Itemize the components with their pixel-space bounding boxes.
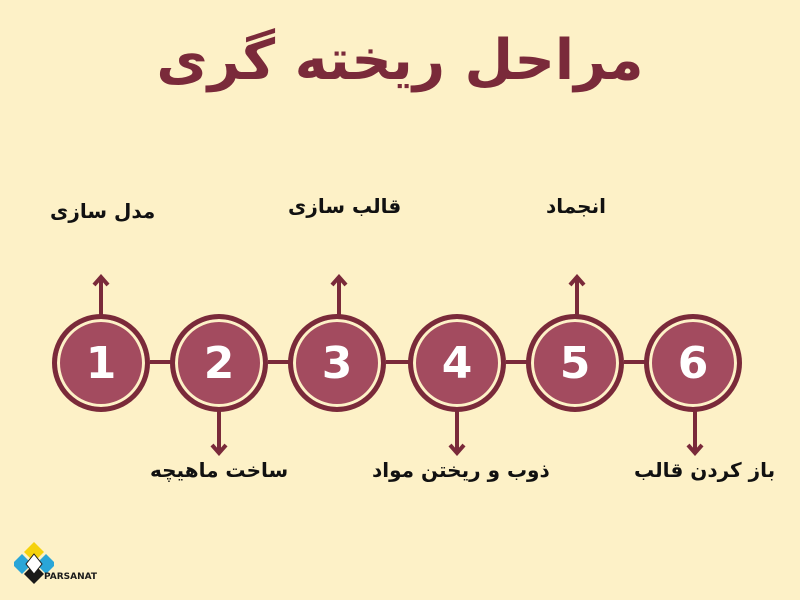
step-label-6: باز کردن قالب [634,458,776,482]
company-logo [12,540,94,590]
step-label-4: ذوب و ریختن مواد [372,458,550,482]
connector-line [386,360,412,364]
step-circle-4: 4 [408,314,506,412]
step-label-3: قالب سازی [288,194,402,218]
step-circle-5: 5 [526,314,624,412]
arrow-down-icon [685,410,705,456]
connector-line [150,360,174,364]
arrow-down-icon [447,410,467,456]
step-circle-3: 3 [288,314,386,412]
connector-line [624,360,648,364]
arrow-down-icon [209,410,229,456]
logo-text: PARSANAT [44,572,98,582]
step-circle-6: 6 [644,314,742,412]
step-label-5: انجماد [546,194,606,218]
connector-line [268,360,292,364]
page-title: مراحل ریخته گری [156,28,644,93]
connector-line [506,360,530,364]
arrow-up-icon [91,274,111,316]
step-label-1: مدل سازی [50,199,156,223]
step-circle-1: 1 [52,314,150,412]
arrow-up-icon [329,274,349,316]
arrow-up-icon [567,274,587,316]
step-label-2: ساخت ماهیچه [150,458,289,482]
step-circle-2: 2 [170,314,268,412]
